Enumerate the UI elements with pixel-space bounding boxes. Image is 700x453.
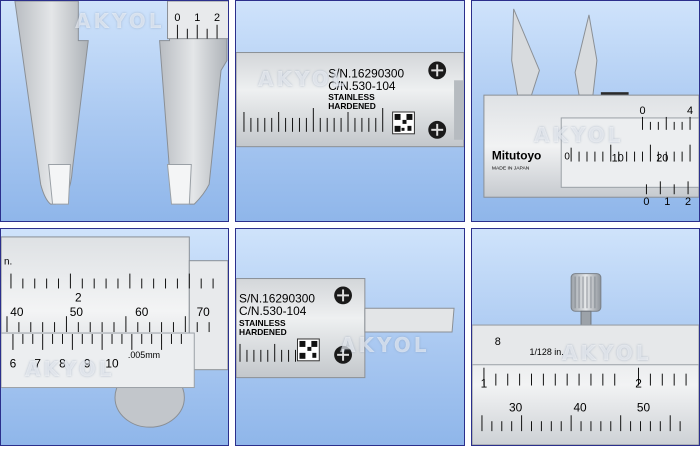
p6-inch-2: 2 — [635, 377, 642, 391]
p4-vern-9: 9 — [84, 357, 91, 371]
p3-top-4: 4 — [687, 105, 693, 117]
panel-thumb-screw: 8 1/128 in. 1 2 30 40 50 AKYOL — [471, 228, 700, 446]
p5-material-2: HARDENED — [239, 327, 287, 337]
p1-digit-2: 2 — [214, 12, 220, 24]
p4-main-70: 70 — [197, 305, 211, 319]
qr-code-icon — [392, 111, 415, 135]
p3-vern-2: 2 — [685, 196, 691, 208]
panel-serial-plate-2: S/N.16290300 C/N.530-104 STAINLESS HARDE… — [235, 228, 465, 446]
made-in-japan-label: MADE IN JAPAN — [492, 165, 530, 171]
p4-main-50: 50 — [70, 305, 84, 319]
p3-mid-10: 10 — [612, 153, 624, 165]
p6-top-digit: 8 — [495, 336, 501, 348]
thumb-screw-image: 8 1/128 in. 1 2 30 40 50 — [472, 273, 699, 445]
p6-main-50: 50 — [637, 400, 651, 414]
screw-icon — [334, 286, 352, 305]
serial-plate-image: S/N.16290300 C/N.530-104 STAINLESS HARDE… — [236, 52, 464, 148]
mitutoyo-head-image: 0 4 0 10 20 0 1 2 Mitutoyo MADE IN JAPAN — [483, 8, 699, 208]
p4-inch-digit: 2 — [75, 290, 82, 304]
p5-code-number: C/N.530-104 — [239, 304, 307, 318]
p2-material-1: STAINLESS — [328, 92, 375, 102]
panel-mitutoyo-head: 0 4 0 10 20 0 1 2 Mitutoyo MADE IN JAPAN… — [471, 0, 700, 222]
p6-inch-label: 1/128 in. — [530, 347, 564, 357]
panel-jaw-tips: 0 1 2 AKYOL — [0, 0, 229, 222]
p3-vern-0: 0 — [643, 196, 649, 208]
p4-resolution: .005mm — [128, 350, 160, 360]
p4-vern-6: 6 — [10, 357, 17, 371]
p1-digit-1: 1 — [194, 12, 200, 24]
p3-mid-20: 20 — [656, 153, 668, 165]
p1-digit-0: 0 — [174, 12, 180, 24]
p4-vern-8: 8 — [59, 357, 66, 371]
p3-top-0: 0 — [639, 105, 645, 117]
p2-serial-number: S/N.16290300 — [328, 66, 404, 80]
main-scale-image: n. 2 40 50 60 70 6 7 8 9 10 .005mm — [1, 236, 228, 428]
p5-material-1: STAINLESS — [239, 318, 286, 328]
mitutoyo-logo: Mitutoyo — [492, 149, 541, 163]
p4-unit-fragment: n. — [4, 257, 12, 268]
panel-serial-plate: S/N.16290300 C/N.530-104 STAINLESS HARDE… — [235, 0, 465, 222]
p3-vern-1: 1 — [664, 196, 670, 208]
p5-serial-number: S/N.16290300 — [239, 291, 315, 305]
p4-main-40: 40 — [10, 305, 24, 319]
p4-main-60: 60 — [135, 305, 149, 319]
p2-code-number: C/N.530-104 — [328, 79, 396, 93]
p6-inch-1: 1 — [481, 377, 488, 391]
p4-vern-7: 7 — [34, 357, 41, 371]
thumb-screw-icon — [570, 273, 602, 326]
p6-main-40: 40 — [573, 400, 587, 414]
screw-icon — [428, 61, 447, 80]
p4-vern-10: 10 — [105, 357, 119, 371]
serial-plate-2-image: S/N.16290300 C/N.530-104 STAINLESS HARDE… — [236, 278, 455, 379]
qr-code-icon — [296, 338, 320, 362]
p3-mid-0: 0 — [564, 152, 570, 163]
screw-icon — [334, 345, 352, 364]
p6-main-30: 30 — [509, 400, 523, 414]
p2-material-2: HARDENED — [328, 101, 376, 111]
jaw-tips-image: 0 1 2 — [14, 1, 228, 205]
screw-icon — [428, 120, 447, 139]
panel-main-scale: n. 2 40 50 60 70 6 7 8 9 10 .005mm AKYOL — [0, 228, 229, 446]
